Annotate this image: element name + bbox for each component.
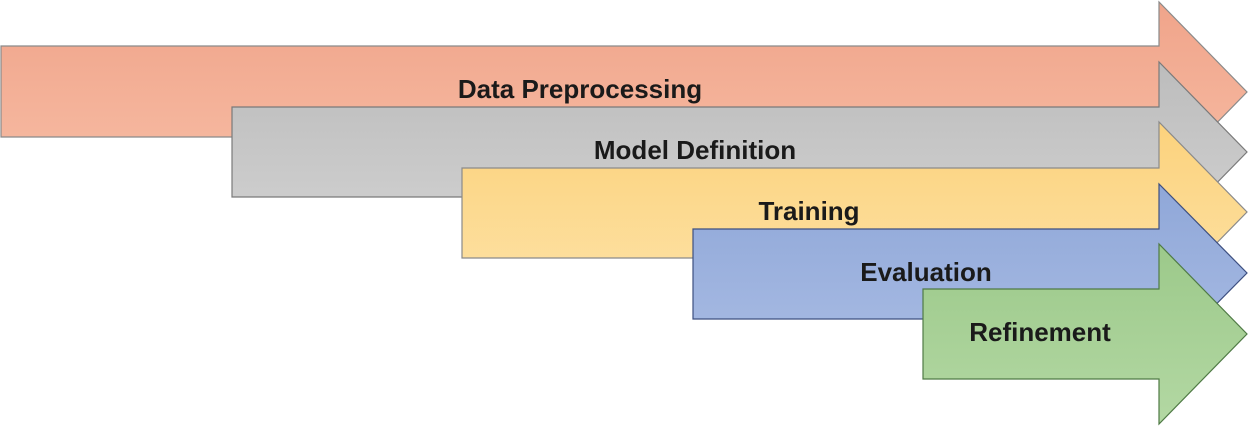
stage-label-training: Training [758, 196, 859, 226]
stage-arrow-refinement [922, 242, 1248, 426]
stage-label-refinement: Refinement [969, 317, 1111, 347]
stage-refinement: Refinement [922, 242, 1248, 426]
stage-label-evaluation: Evaluation [860, 257, 991, 287]
stage-label-data-preprocessing: Data Preprocessing [458, 74, 702, 104]
stage-label-model-definition: Model Definition [594, 135, 796, 165]
